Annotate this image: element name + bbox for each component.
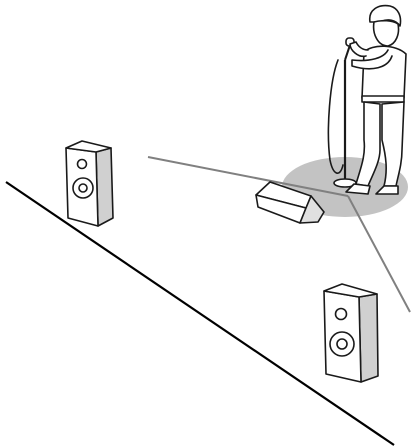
mic-stand-boom [344, 44, 351, 61]
right-speaker-side [358, 293, 379, 383]
right-speaker-top [323, 283, 378, 298]
right-speaker [323, 283, 379, 383]
performer-right-shoe [375, 185, 399, 195]
left-speaker-side [95, 147, 114, 227]
left-speaker-woofer-inner [78, 183, 88, 193]
monitor-side [299, 195, 325, 224]
performer-right-arm [351, 49, 393, 70]
mic-cable [327, 59, 344, 174]
performer-belt [361, 95, 405, 103]
right-speaker-tweeter [334, 307, 348, 321]
performer-head [372, 19, 400, 47]
dispersion-line-right [347, 195, 411, 313]
performer-left-shoe [345, 183, 371, 195]
right-speaker-woofer-inner [336, 338, 348, 350]
left-speaker-tweeter [76, 158, 88, 170]
stage-edge-line [5, 181, 395, 446]
left-speaker [65, 140, 114, 227]
left-speaker-top [65, 140, 112, 153]
performer-left-arm [349, 41, 369, 58]
performer [327, 4, 407, 195]
dispersion-line-left [147, 156, 349, 197]
floor-monitor [255, 181, 325, 224]
